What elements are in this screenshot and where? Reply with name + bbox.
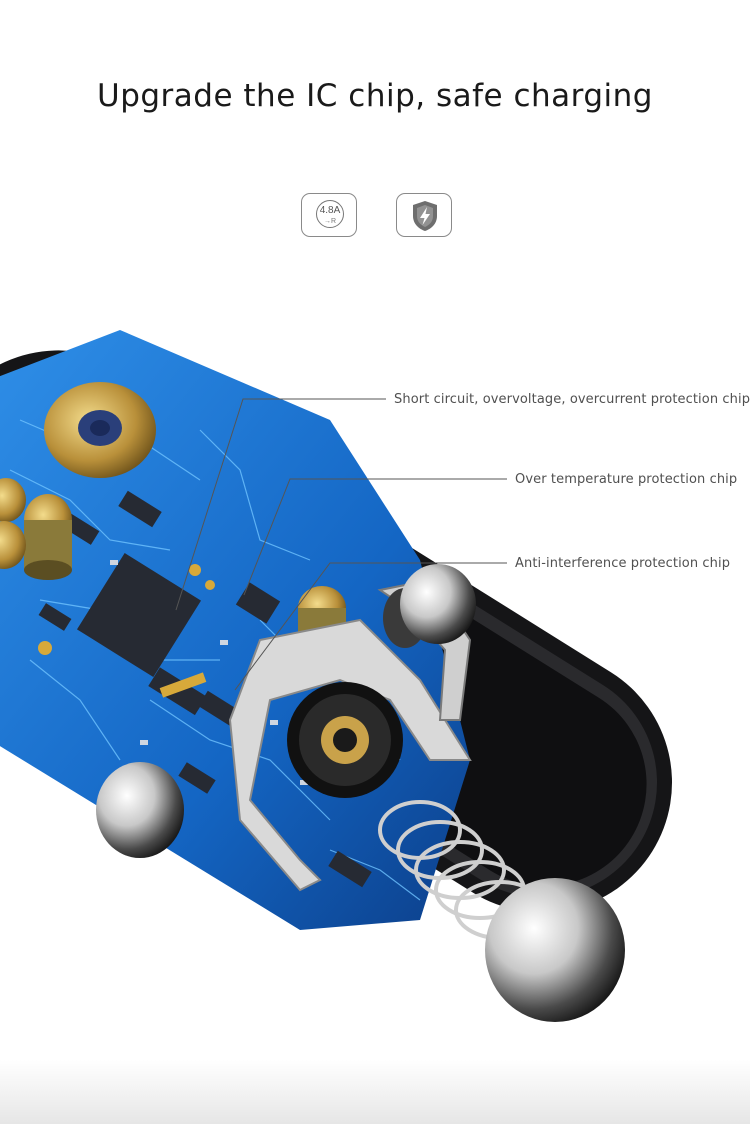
current-rating-value: 4.8A <box>319 205 341 216</box>
center-contact <box>287 682 403 798</box>
current-rating-badge: 4.8A →R <box>301 193 357 237</box>
chrome-side-contacts <box>96 564 625 1022</box>
current-rating-sub: →R <box>323 218 337 225</box>
callout-anti-interference: Anti-interference protection chip <box>515 556 731 571</box>
shield-badge <box>396 193 452 237</box>
callout-short-circuit: Short circuit, overvoltage, overcurrent … <box>394 392 750 407</box>
callout-over-temperature: Over temperature protection chip <box>515 472 738 487</box>
shield-lightning-icon <box>413 201 437 231</box>
page-title: Upgrade the IC chip, safe charging <box>97 78 653 114</box>
current-rating-icon <box>316 200 344 228</box>
toroid-inductor <box>44 382 156 478</box>
callout-leader-lines <box>175 398 507 691</box>
